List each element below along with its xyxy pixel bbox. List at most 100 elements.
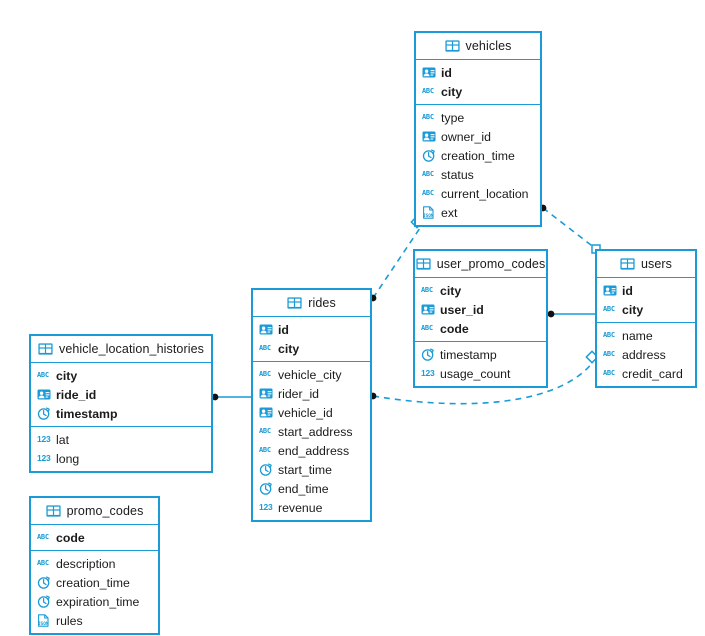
column-name: credit_card — [622, 366, 683, 381]
column-name: long — [56, 451, 80, 466]
primary-key-row[interactable]: ride_id — [31, 385, 211, 404]
column-row[interactable]: owner_id — [416, 127, 540, 146]
column-row[interactable]: rider_id — [253, 384, 370, 403]
column-row[interactable]: ABC start_address — [253, 422, 370, 441]
table-header-vehicles[interactable]: vehicles — [416, 33, 540, 60]
table-grid-icon — [287, 297, 302, 309]
column-name: end_time — [278, 481, 329, 496]
column-row[interactable]: 123 lat — [31, 430, 211, 449]
abc-icon: ABC — [37, 533, 49, 541]
abc-icon: ABC — [37, 559, 49, 567]
user-id-icon — [259, 406, 273, 419]
column-name: lat — [56, 432, 69, 447]
relationship-rel-vehicles-users[interactable] — [539, 204, 601, 254]
relationship-rel-vlh-rides[interactable] — [211, 393, 251, 401]
table-title: rides — [308, 296, 336, 310]
abc-icon: ABC — [603, 350, 615, 358]
column-row[interactable]: end_time — [253, 479, 370, 498]
table-header-user_promo_codes[interactable]: user_promo_codes — [415, 251, 546, 278]
clock-icon — [37, 595, 51, 608]
column-row[interactable]: creation_time — [31, 573, 158, 592]
column-name: creation_time — [441, 148, 515, 163]
column-row[interactable]: expiration_time — [31, 592, 158, 611]
number-icon: 123 — [37, 434, 51, 444]
column-name: city — [441, 84, 463, 99]
primary-key-row[interactable]: ABC code — [31, 528, 158, 547]
table-header-vehicle_location_histories[interactable]: vehicle_location_histories — [31, 336, 211, 363]
column-name: ride_id — [56, 387, 97, 402]
abc-icon: ABC — [421, 324, 433, 332]
primary-key-row[interactable]: timestamp — [31, 404, 211, 423]
column-row[interactable]: creation_time — [416, 146, 540, 165]
primary-key-row[interactable]: ABC city — [416, 82, 540, 101]
table-grid-icon — [45, 505, 61, 517]
abc-icon: ABC — [259, 370, 271, 378]
user-id-icon — [422, 130, 436, 143]
column-name: start_address — [278, 424, 353, 439]
svg-text:JSON: JSON — [38, 621, 49, 627]
abc-icon: ABC — [259, 427, 271, 435]
column-name: id — [441, 65, 452, 80]
column-name: id — [622, 283, 633, 298]
table-header-users[interactable]: users — [597, 251, 695, 278]
abc-icon: ABC — [603, 305, 615, 313]
column-name: city — [56, 368, 78, 383]
table-grid-icon — [416, 258, 431, 270]
column-name: expiration_time — [56, 594, 140, 609]
column-row[interactable]: ABC status — [416, 165, 540, 184]
column-row[interactable]: vehicle_id — [253, 403, 370, 422]
abc-icon: ABC — [422, 170, 434, 178]
user-id-icon — [603, 284, 617, 297]
column-row[interactable]: start_time — [253, 460, 370, 479]
column-name: code — [56, 530, 85, 545]
abc-icon: ABC — [422, 87, 434, 95]
primary-key-row[interactable]: id — [597, 281, 695, 300]
abc-icon: ABC — [603, 331, 615, 339]
column-name: city — [440, 283, 462, 298]
abc-icon: ABC — [603, 369, 615, 377]
primary-key-row[interactable]: id — [416, 63, 540, 82]
column-name: status — [441, 167, 474, 182]
column-name: type — [441, 110, 465, 125]
column-name: usage_count — [440, 366, 511, 381]
table-header-promo_codes[interactable]: promo_codes — [31, 498, 158, 525]
primary-key-row[interactable]: user_id — [415, 300, 546, 319]
table-header-rides[interactable]: rides — [253, 290, 370, 317]
table-title: vehicle_location_histories — [58, 342, 205, 356]
column-row[interactable]: ABC credit_card — [597, 364, 695, 383]
relationship-rel-users-user_promo_codes[interactable] — [547, 310, 595, 318]
primary-key-row[interactable]: id — [253, 320, 370, 339]
table-grid-icon — [444, 40, 460, 52]
column-row[interactable]: timestamp — [415, 345, 546, 364]
column-name: timestamp — [56, 406, 118, 421]
user-id-icon — [37, 388, 51, 401]
